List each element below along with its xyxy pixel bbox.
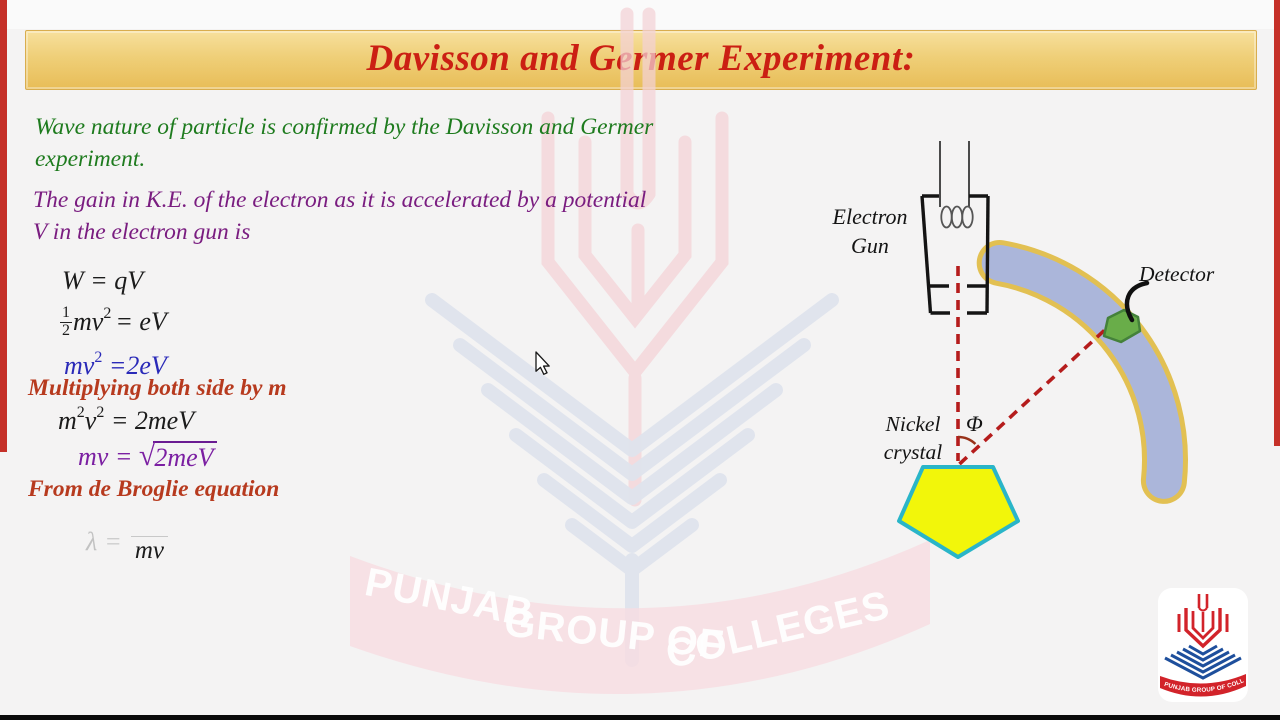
fraction-half: 1 2 — [60, 303, 72, 339]
radical-sign: √ — [138, 439, 156, 472]
detector-label: Detector — [1139, 262, 1215, 286]
fraction-h-over-mv: h mv — [130, 520, 168, 563]
top-margin — [0, 0, 1280, 29]
intro-green-line2: experiment. — [35, 146, 146, 172]
intro-green-line1: Wave nature of particle is confirmed by … — [35, 114, 654, 140]
page-title: Davisson and Germer Experiment: — [366, 38, 916, 79]
right-frame-edge — [1274, 0, 1280, 446]
intro-purple-line2: V in the electron gun is — [33, 219, 251, 245]
intro-purple-line1: The gain in K.E. of the electron as it i… — [33, 187, 647, 213]
equation-lambda-faded: λ = h mv — [86, 520, 168, 563]
note-de-broglie: From de Broglie equation — [28, 476, 280, 502]
equation-work: W = qV — [62, 266, 144, 295]
note-multiply: Multiplying both side by m — [28, 375, 287, 401]
left-frame-edge — [0, 0, 7, 452]
bottom-frame-edge — [0, 715, 1280, 720]
electron-gun-label: Electron Gun — [832, 204, 908, 258]
phi-angle-label: Φ — [966, 411, 983, 436]
equation-momentum: mv = √ 2meV — [78, 439, 217, 474]
title-banner: Davisson and Germer Experiment: — [25, 30, 1257, 90]
nickel-crystal-label: Nickel crystal — [883, 412, 943, 464]
